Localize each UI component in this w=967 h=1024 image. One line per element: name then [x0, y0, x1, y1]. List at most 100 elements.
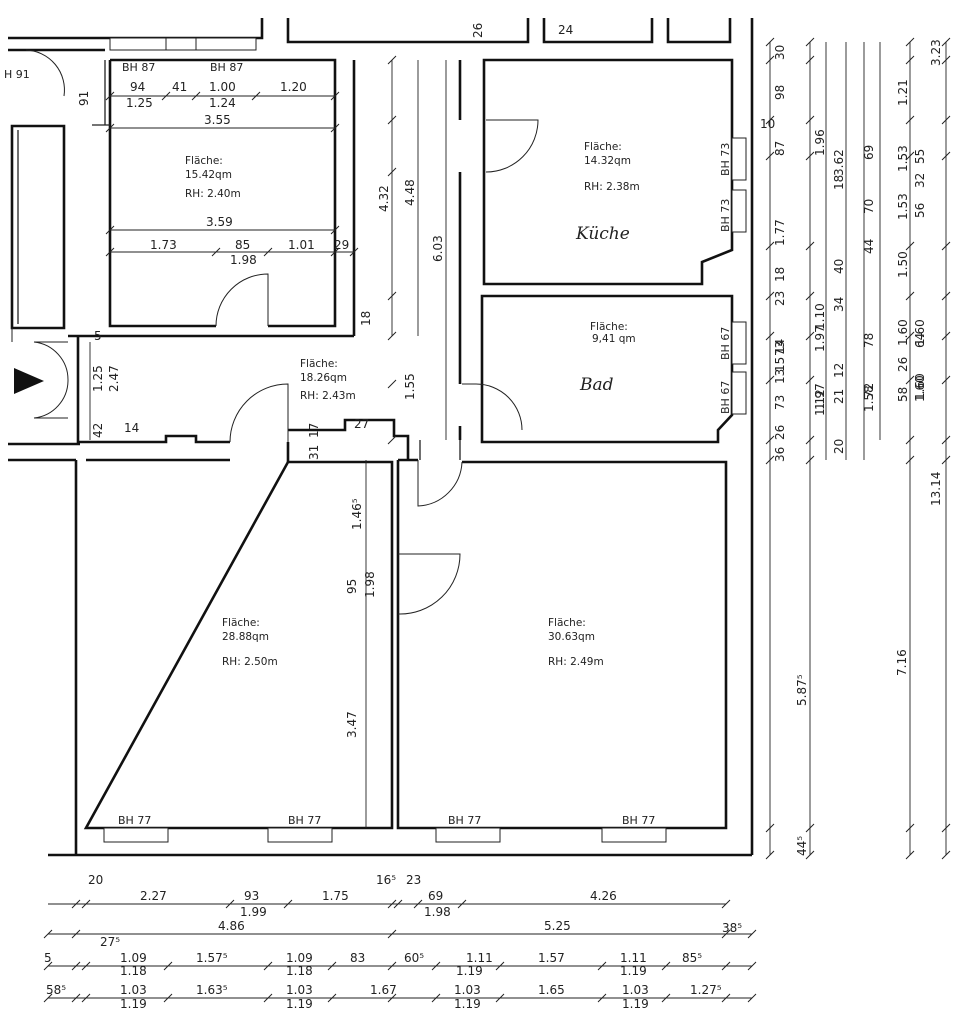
dim-label: 30: [773, 45, 787, 60]
entrance-arrow-icon: [14, 368, 44, 394]
dimension-tick: [349, 247, 359, 257]
window-label: BH 87: [122, 61, 155, 74]
dim-label: 1.57⁵: [196, 951, 228, 965]
dim-label: 93: [244, 889, 259, 903]
dim-label: 2.47: [107, 365, 121, 392]
dim-label: 4.26: [590, 889, 617, 903]
kueche-area-label: Fläche:: [584, 141, 622, 153]
dim-label: 2.27: [140, 889, 167, 903]
dim-label: 10: [760, 117, 775, 131]
window-label: H 91: [4, 68, 30, 81]
dimension-tick: [43, 929, 53, 939]
dim-label: 1.98: [230, 253, 257, 267]
dim-label: 3.62: [832, 149, 846, 176]
dimension-tick: [765, 850, 775, 860]
dim-label: 70: [862, 199, 876, 214]
dimension-tick: [905, 37, 915, 47]
dimension-tick: [283, 899, 293, 909]
dim-label: 1.19: [456, 964, 483, 978]
dimension-tick: [765, 151, 775, 161]
dim-label: 55: [913, 149, 927, 164]
room-bad: Fläche: 9,41 qm Bad: [579, 321, 636, 395]
dim-label: 1.27⁵: [690, 983, 722, 997]
dimension-tick: [747, 961, 757, 971]
dim-label: 1.20: [280, 80, 307, 94]
dimension-tick: [805, 241, 815, 251]
dimension-tick: [387, 379, 397, 389]
dim-label: 1.96: [813, 129, 827, 156]
dim-label: 1.25: [91, 365, 105, 392]
dim-label: 31: [307, 445, 321, 460]
dimension-tick: [71, 993, 81, 1003]
dim-label: 1.58: [862, 385, 876, 412]
dim-label: 21: [832, 389, 846, 404]
dim-label: 40: [832, 259, 846, 274]
kueche-name: Küche: [575, 224, 630, 244]
room-3-height: RH: 2.49m: [548, 656, 604, 668]
dimension-tick: [71, 961, 81, 971]
dim-label: 69: [428, 889, 443, 903]
room-flur: Fläche: 18.26qm RH: 2.43m: [300, 358, 356, 402]
dim-label: 1.63⁵: [196, 983, 228, 997]
dimension-tick: [721, 929, 731, 939]
dimension-tick: [905, 375, 915, 385]
dimension-tick: [431, 961, 441, 971]
window-label: BH 77: [288, 814, 321, 827]
dimension-tick: [765, 331, 775, 341]
dimension-tick: [805, 151, 815, 161]
dim-label: 1.65: [538, 983, 565, 997]
dimension-tick: [905, 241, 915, 251]
dimension-tick: [105, 247, 115, 257]
windows: [103, 37, 747, 843]
dimension-tick: [387, 961, 397, 971]
dimension-tick: [765, 241, 775, 251]
dim-label: 1.18: [286, 964, 313, 978]
dim-label: 34: [832, 297, 846, 312]
dimension-tick: [327, 993, 337, 1003]
dim-label: 1.55: [403, 373, 417, 400]
dimension-tick: [905, 291, 915, 301]
dim-label: 58: [896, 387, 910, 402]
dim-label: 1.98: [363, 571, 377, 598]
dimension-tick: [597, 961, 607, 971]
dimension-tick: [105, 225, 115, 235]
dim-label: 26: [896, 357, 910, 372]
window-label: BH 73: [719, 199, 732, 232]
dimension-tick: [387, 993, 397, 1003]
dimension-tick: [905, 435, 915, 445]
window-label: BH 67: [719, 327, 732, 360]
dim-label: 1.11: [620, 951, 647, 965]
dim-label: 1.21: [896, 79, 910, 106]
dim-label: 4.48: [403, 179, 417, 206]
dim-label: 1.03: [622, 983, 649, 997]
dim-label: 13.14: [929, 472, 943, 506]
dim-label: 16⁵: [376, 873, 396, 887]
dim-label: 58⁵: [46, 983, 66, 997]
dimension-tick: [393, 899, 403, 909]
dimension-tick: [905, 55, 915, 65]
dim-label: 1.97: [813, 383, 827, 410]
dim-label: 14: [773, 339, 787, 354]
dimension-tick: [43, 961, 53, 971]
dimension-tick: [387, 55, 397, 65]
dim-label: 42: [91, 423, 105, 438]
dimension-tick: [747, 993, 757, 1003]
dimension-tick: [387, 435, 397, 445]
bad-area: 9,41 qm: [592, 333, 636, 345]
dimension-tick: [905, 115, 915, 125]
window-label: BH 73: [719, 143, 732, 176]
room-2-height: RH: 2.50m: [222, 656, 278, 668]
dimension-tick: [163, 993, 173, 1003]
dim-label: 1.00: [209, 80, 236, 94]
room-2-area-label: Fläche:: [222, 617, 260, 629]
dim-label: 1.09: [286, 951, 313, 965]
dimension-tick: [163, 961, 173, 971]
room-2-area: 28.88qm: [222, 631, 269, 643]
dimension-tick: [387, 331, 397, 341]
dimension-lines: [48, 42, 947, 999]
dimension-tick: [225, 899, 235, 909]
dimension-tick: [263, 961, 273, 971]
dim-label: 1.19: [286, 997, 313, 1011]
dimension-tick: [805, 435, 815, 445]
